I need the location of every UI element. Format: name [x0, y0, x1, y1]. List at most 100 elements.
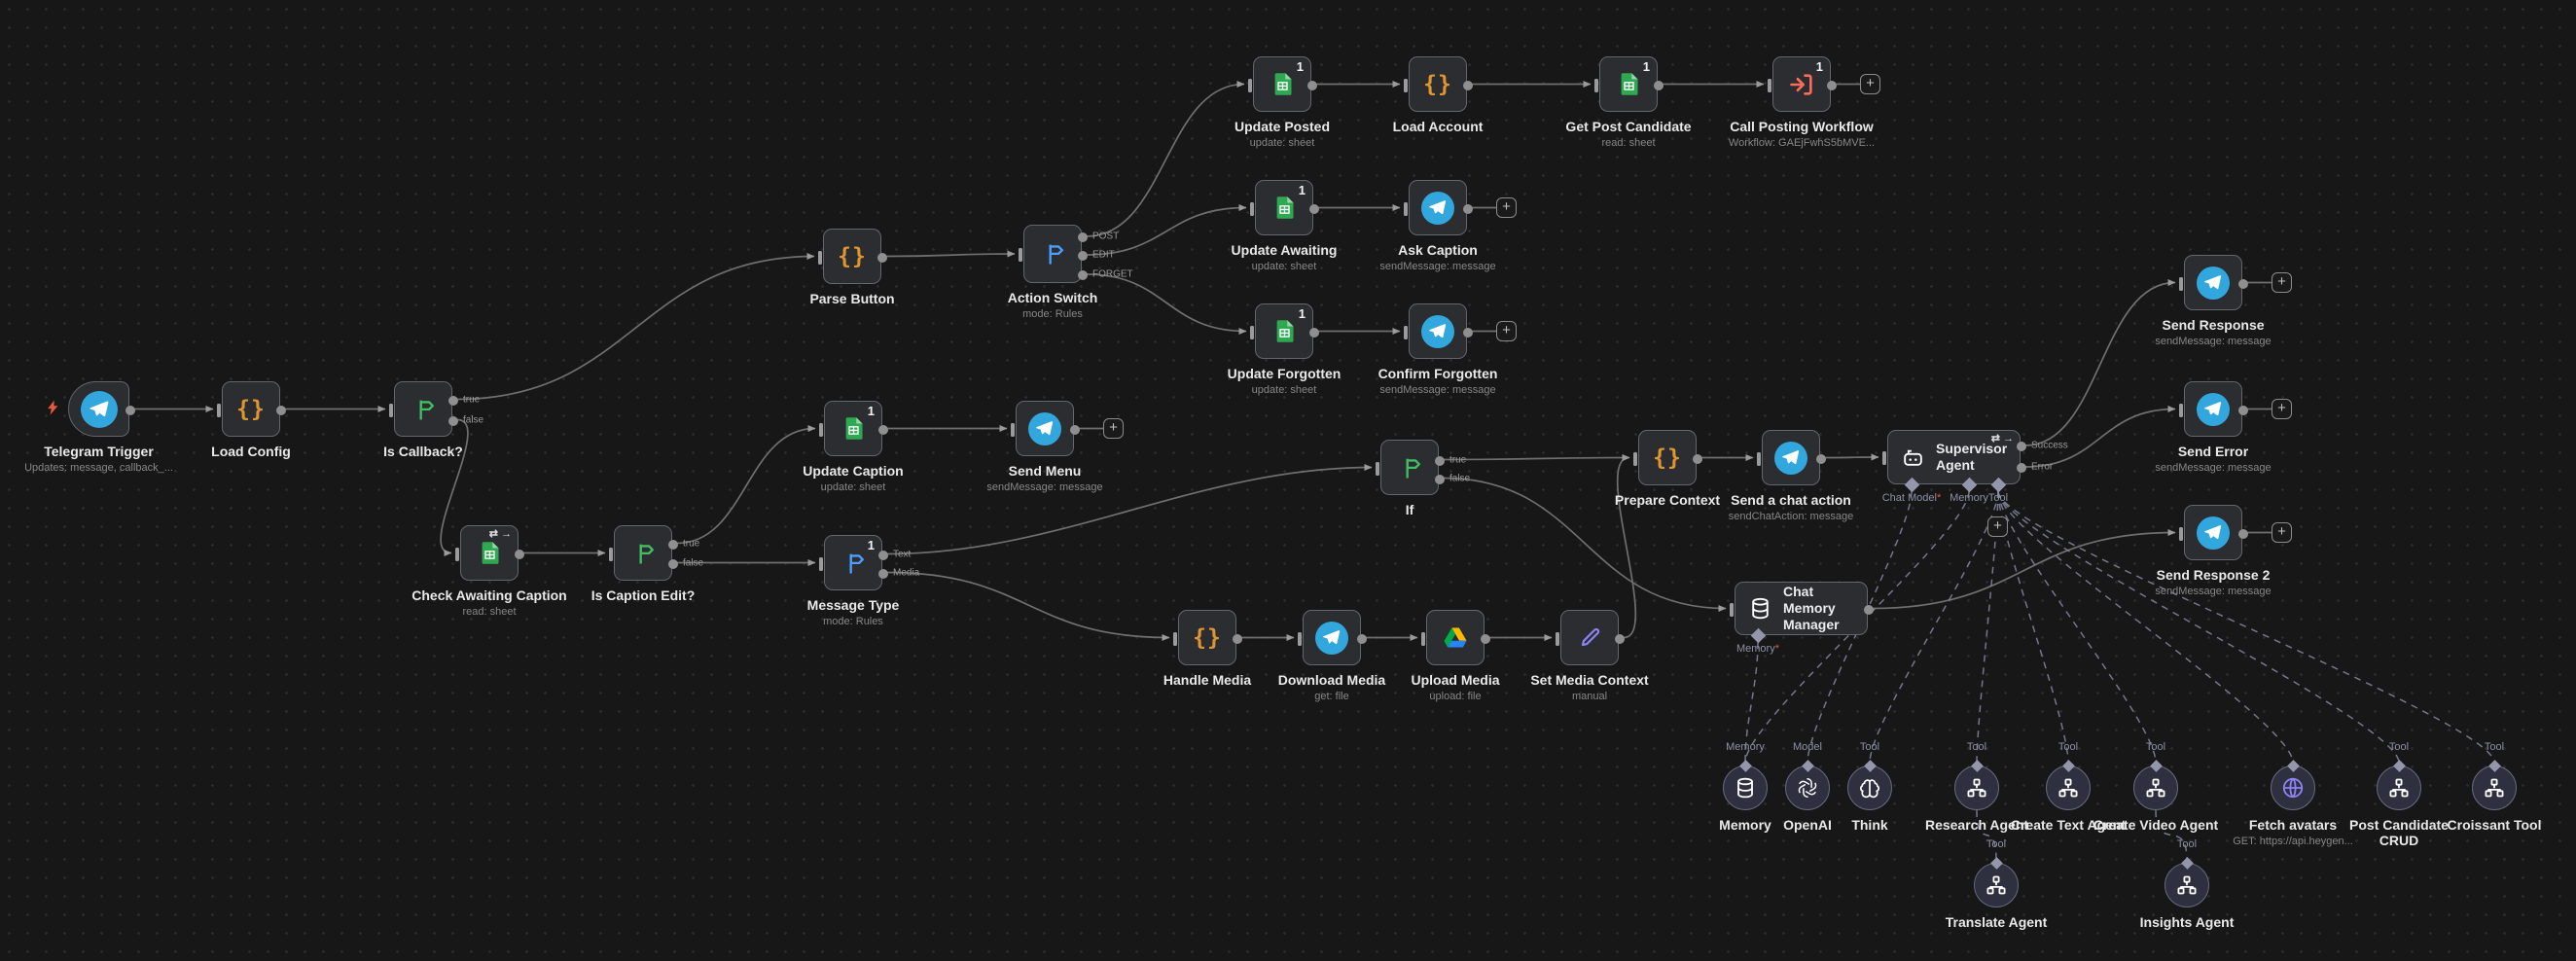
output-port[interactable]	[1481, 633, 1490, 644]
output-port[interactable]	[1615, 633, 1625, 644]
output-port[interactable]	[1435, 474, 1445, 484]
node-update-forgotten[interactable]: 1	[1250, 303, 1319, 359]
node-load-account[interactable]: {}	[1404, 56, 1473, 112]
node-update-awaiting[interactable]: 1	[1250, 180, 1319, 235]
node-update-posted[interactable]: 1	[1248, 56, 1317, 112]
output-port[interactable]	[1078, 270, 1088, 280]
output-port[interactable]	[1463, 327, 1473, 338]
output-port[interactable]	[1463, 80, 1473, 90]
input-port[interactable]	[818, 250, 822, 265]
output-port[interactable]	[1233, 633, 1242, 644]
add-node-button[interactable]: +	[1496, 197, 1517, 218]
node-parse-button[interactable]: {}	[818, 229, 887, 284]
input-port[interactable]	[1019, 248, 1022, 262]
edge-message-type-handle-media[interactable]	[886, 571, 1170, 641]
node-call-posting-workflow[interactable]: 1	[1768, 56, 1837, 112]
edge-set-media-context-prepare-context[interactable]	[1616, 454, 1637, 639]
edge-send-chat-action-supervisor-agent[interactable]	[1824, 453, 1879, 461]
edge-if-prepare-context[interactable]	[1443, 454, 1630, 462]
node-prepare-context[interactable]: {}	[1633, 430, 1702, 485]
node-think[interactable]	[1847, 765, 1892, 810]
output-port[interactable]	[1816, 453, 1826, 464]
node-if[interactable]	[1376, 440, 1445, 495]
edge-is-caption-edit-update-caption[interactable]	[676, 425, 816, 545]
node-confirm-forgotten[interactable]	[1404, 303, 1473, 359]
node-send-error[interactable]	[2179, 381, 2248, 437]
output-port[interactable]	[2017, 442, 2026, 451]
edge-create-video-agent-insights-agent[interactable]	[2155, 809, 2188, 861]
input-port[interactable]	[1421, 631, 1425, 646]
input-port[interactable]	[609, 547, 613, 561]
input-port[interactable]	[2179, 526, 2183, 541]
edge-action-switch-update-posted[interactable]	[1086, 81, 1245, 237]
add-node-button[interactable]: +	[1860, 74, 1880, 94]
input-port[interactable]	[217, 403, 221, 417]
node-croissant-tool[interactable]	[2472, 765, 2517, 810]
output-port[interactable]	[878, 550, 888, 560]
edge-supervisor-agent-create-video-agent[interactable]	[1997, 490, 2157, 764]
output-port[interactable]	[1357, 633, 1367, 644]
edge-supervisor-agent-create-text-agent[interactable]	[1997, 490, 2069, 764]
input-port[interactable]	[1882, 451, 1886, 465]
input-port[interactable]	[1768, 78, 1771, 92]
input-port[interactable]	[2179, 276, 2183, 291]
output-port[interactable]	[1078, 232, 1088, 242]
input-port[interactable]	[1404, 325, 1408, 339]
output-port[interactable]	[125, 405, 135, 415]
input-port[interactable]	[1404, 201, 1408, 216]
add-node-button[interactable]: +	[2272, 522, 2292, 543]
input-port[interactable]	[1633, 451, 1637, 466]
output-port[interactable]	[2238, 405, 2248, 415]
output-port[interactable]	[668, 539, 678, 550]
add-node-button[interactable]: +	[1103, 418, 1124, 439]
node-is-caption-edit[interactable]	[609, 525, 678, 581]
output-port[interactable]	[1693, 453, 1702, 464]
edge-supervisor-agent-send-response[interactable]	[2024, 279, 2176, 446]
edge-chat-memory-manager-memory[interactable]	[1744, 641, 1759, 764]
node-ask-caption[interactable]	[1404, 180, 1473, 235]
input-port[interactable]	[819, 422, 823, 437]
input-port[interactable]	[1011, 422, 1015, 437]
edge-supervisor-agent-post-candidate-crud[interactable]	[1997, 490, 2400, 764]
edge-chat-memory-manager-send-response-2[interactable]	[1872, 529, 2176, 610]
output-port[interactable]	[1435, 455, 1445, 466]
input-port[interactable]	[2179, 403, 2183, 417]
node-insights-agent[interactable]	[2165, 863, 2209, 908]
node-is-callback[interactable]	[389, 381, 458, 437]
output-port[interactable]	[2238, 528, 2248, 539]
node-set-media-context[interactable]	[1556, 610, 1625, 665]
output-port[interactable]	[1654, 80, 1664, 90]
node-action-switch[interactable]	[1019, 225, 1088, 283]
add-tool-button[interactable]: +	[1987, 516, 2008, 537]
node-create-video-agent[interactable]	[2133, 765, 2178, 810]
output-port[interactable]	[1309, 203, 1319, 214]
node-memory[interactable]	[1723, 765, 1768, 810]
add-node-button[interactable]: +	[2272, 399, 2292, 419]
edge-action-switch-update-awaiting[interactable]	[1086, 204, 1247, 256]
edge-research-agent-translate-agent[interactable]	[1976, 809, 1997, 861]
output-port[interactable]	[1070, 424, 1080, 435]
node-research-agent[interactable]	[1954, 765, 1999, 810]
input-port[interactable]	[1404, 78, 1408, 92]
node-post-candidate-crud[interactable]	[2377, 765, 2421, 810]
node-download-media[interactable]	[1298, 610, 1367, 665]
input-port[interactable]	[819, 556, 823, 571]
output-port[interactable]	[448, 415, 458, 426]
node-handle-media[interactable]: {}	[1173, 610, 1242, 665]
node-send-response[interactable]	[2179, 255, 2248, 310]
output-port[interactable]	[1827, 80, 1837, 90]
input-port[interactable]	[1556, 631, 1559, 646]
output-port[interactable]	[448, 395, 458, 406]
edge-supervisor-agent-croissant-tool[interactable]	[1997, 490, 2495, 764]
output-port[interactable]	[2017, 463, 2026, 473]
output-port[interactable]	[1309, 327, 1319, 338]
add-node-button[interactable]: +	[1496, 321, 1517, 341]
node-telegram-trigger[interactable]	[68, 381, 135, 437]
node-send-response-2[interactable]	[2179, 505, 2248, 560]
node-upload-media[interactable]	[1421, 610, 1490, 665]
node-send-menu[interactable]	[1011, 401, 1080, 456]
node-message-type[interactable]: 1	[819, 535, 888, 590]
edge-is-callback-parse-button[interactable]	[456, 253, 815, 401]
